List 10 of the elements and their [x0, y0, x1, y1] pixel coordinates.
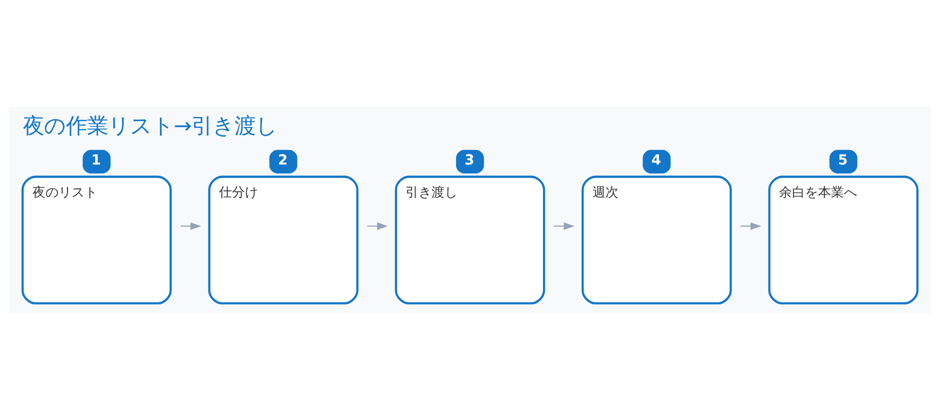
diagram-title: 夜の作業リスト→引き渡し: [22, 114, 278, 139]
node-label: 3: [464, 152, 474, 168]
arrow: [740, 222, 762, 230]
node-label: 5: [838, 152, 848, 168]
arrow: [367, 222, 388, 230]
arrow: [180, 222, 202, 230]
node-label: 2: [278, 152, 288, 168]
node-label: 1: [91, 152, 101, 168]
node-label: 4: [651, 152, 662, 168]
arrow: [554, 222, 575, 230]
